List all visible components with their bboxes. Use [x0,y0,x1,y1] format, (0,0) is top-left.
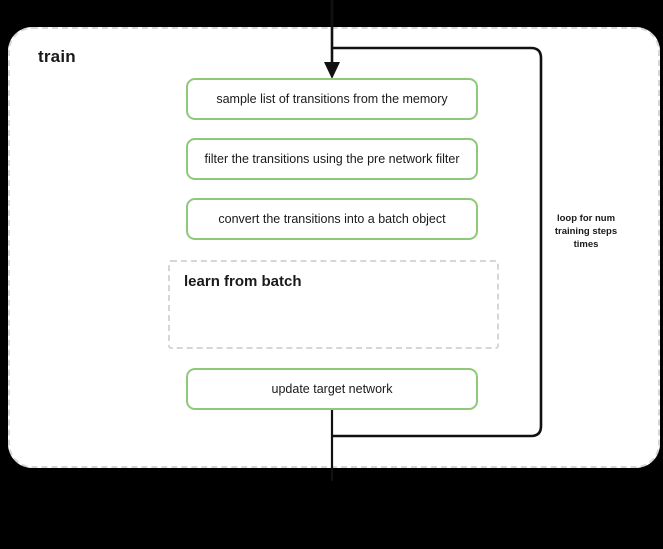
step-sample-transitions[interactable]: sample list of transitions from the memo… [186,78,478,120]
step-label: sample list of transitions from the memo… [216,92,448,106]
step-filter-transitions[interactable]: filter the transitions using the pre net… [186,138,478,180]
step-update-target-network[interactable]: update target network [186,368,478,410]
step-label: update target network [271,382,393,396]
loop-annotation: loop for num training steps times [542,212,630,251]
step-convert-batch[interactable]: convert the transitions into a batch obj… [186,198,478,240]
loop-annotation-line: training steps [554,226,618,237]
step-label: filter the transitions using the pre net… [204,152,460,166]
train-title: train [38,47,76,66]
loop-annotation-line: loop for num [556,213,616,224]
subgroup-learn-from-batch[interactable]: learn from batch [168,260,499,349]
step-label: convert the transitions into a batch obj… [218,212,446,226]
loop-annotation-line: times [573,239,599,250]
subgroup-title: learn from batch [184,273,302,290]
